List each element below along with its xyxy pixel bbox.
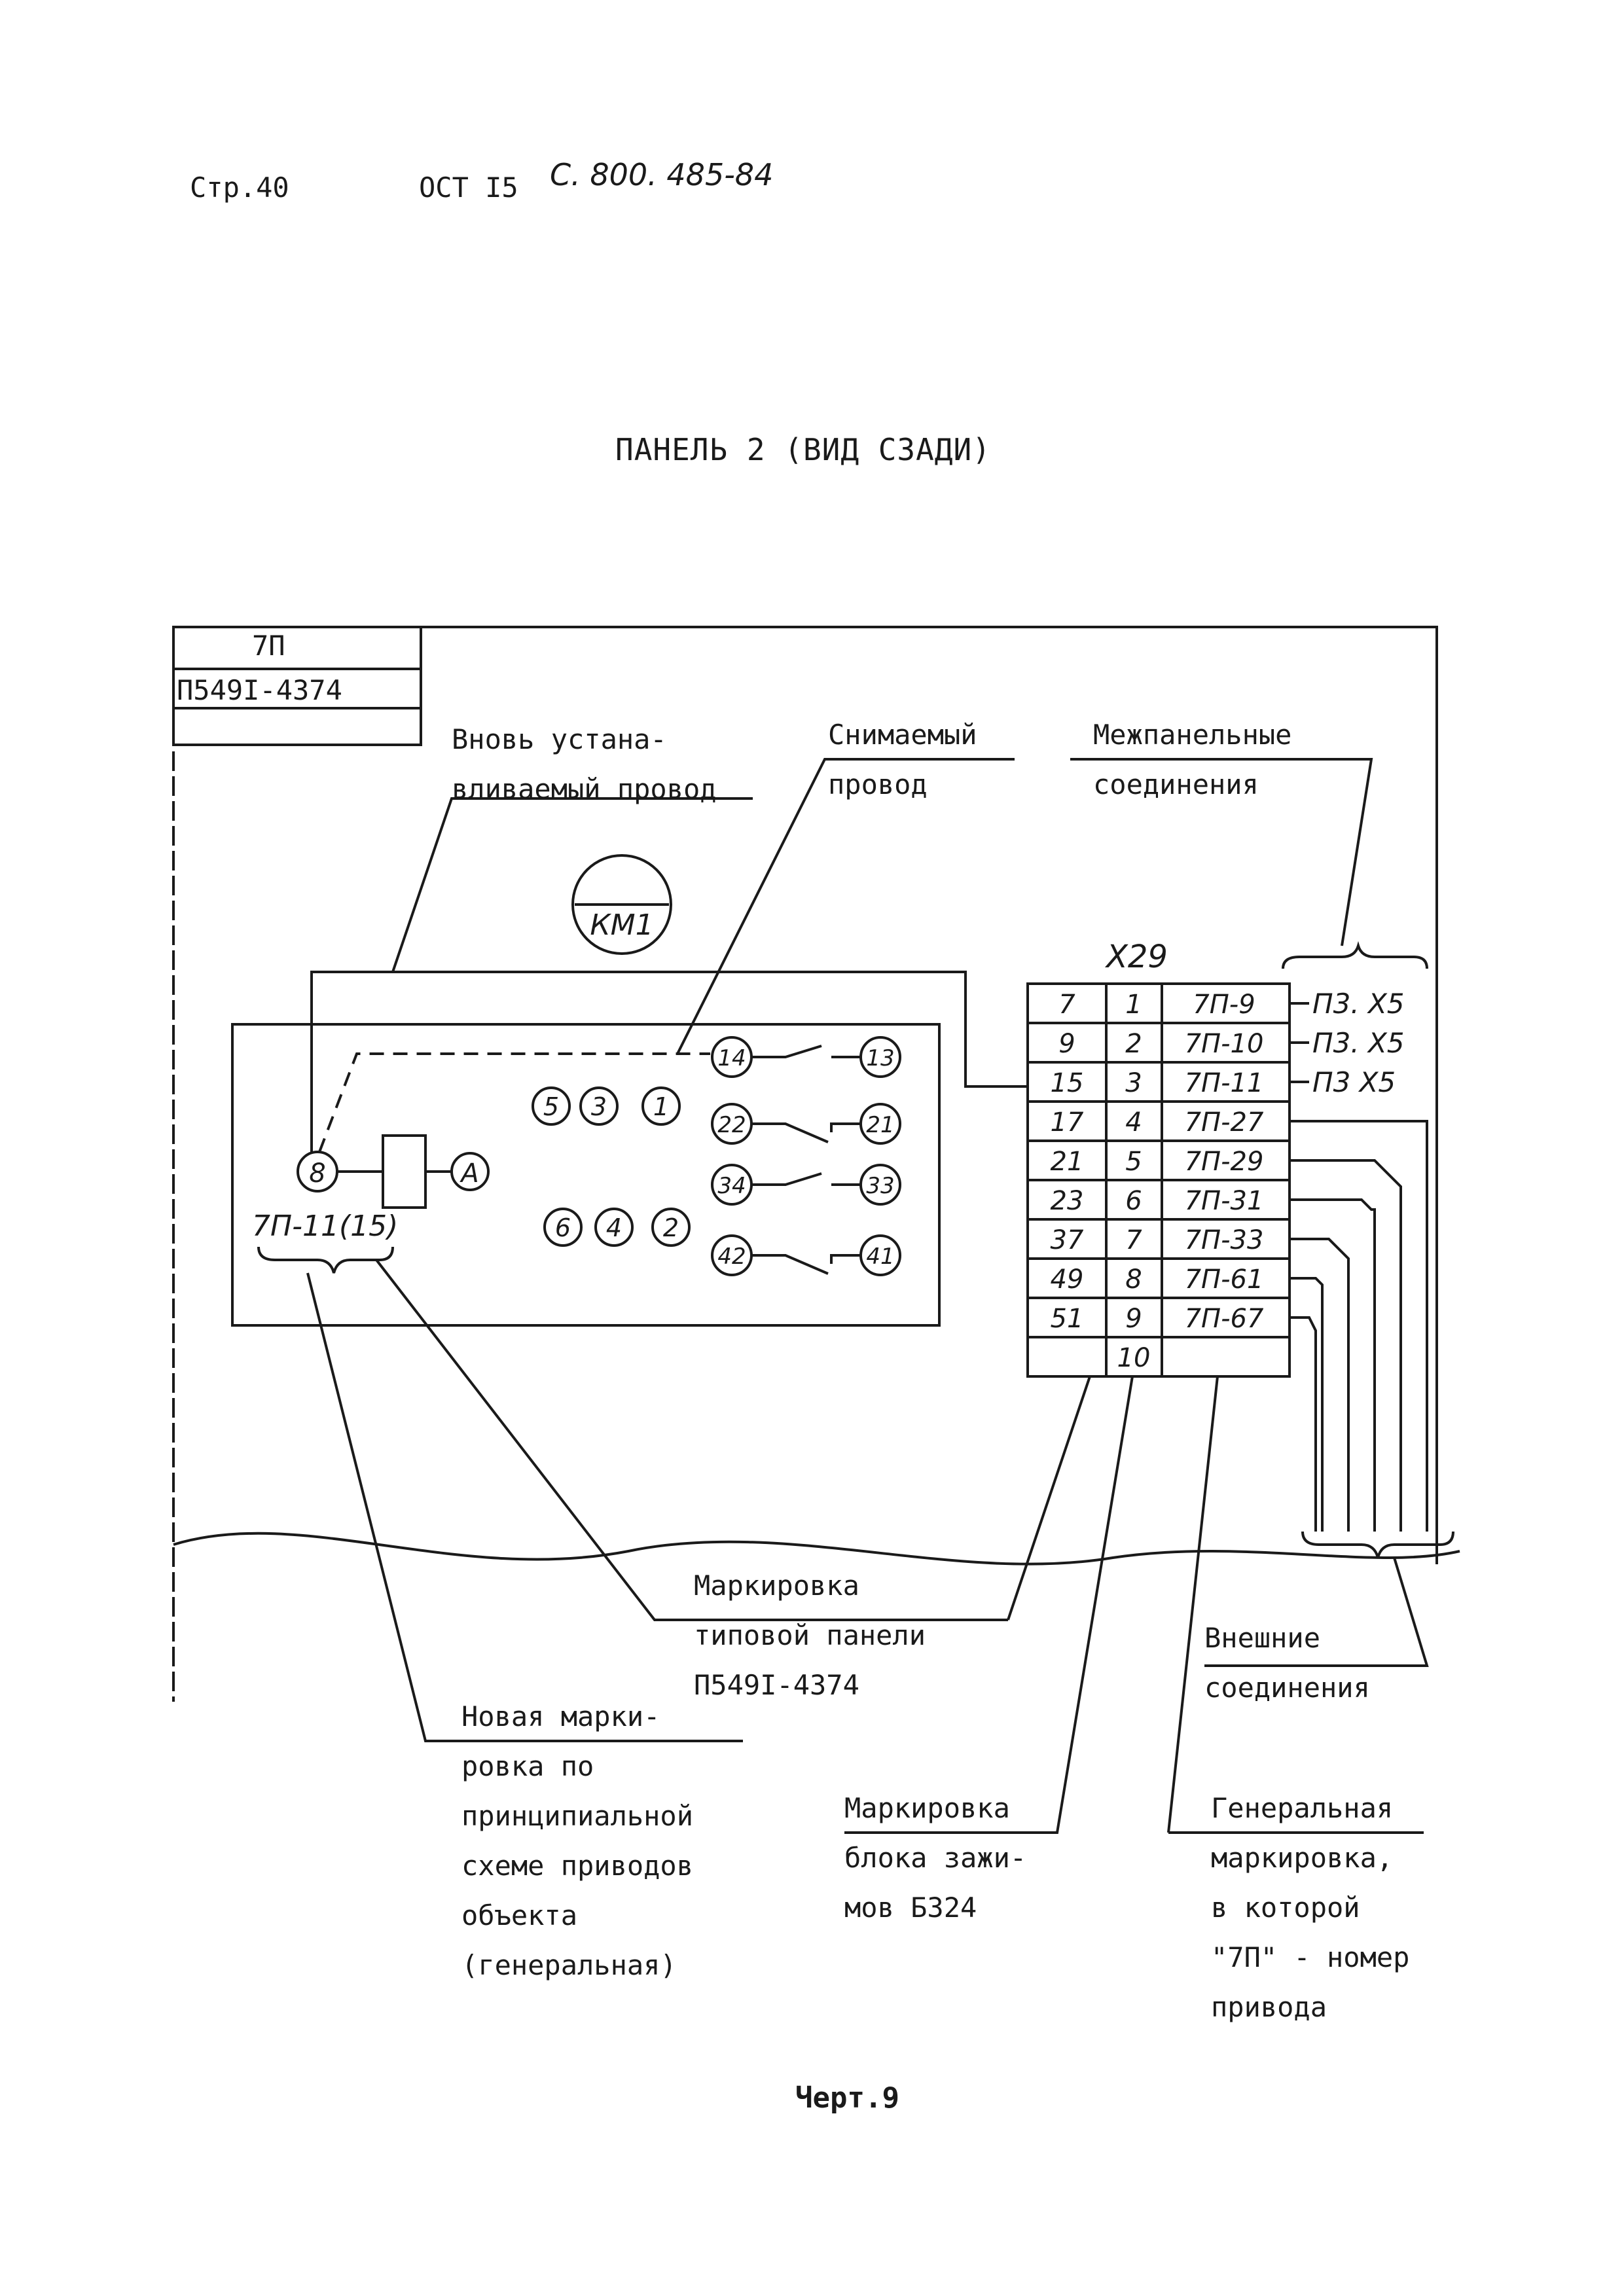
callout-external: Внешние соединения — [1204, 1622, 1370, 1704]
figure-caption: Черт.9 — [795, 2081, 899, 2115]
leader-terminal-block — [844, 1376, 1134, 1834]
terminal-a-label: А — [459, 1158, 478, 1189]
terminal-8-label: 8 — [309, 1158, 325, 1189]
x29-cell-number: 4 — [1125, 1107, 1142, 1138]
x29-cell-panel-terminal: 9 — [1058, 1029, 1075, 1059]
panel-frame — [173, 626, 1438, 1564]
x29-cell-number: 10 — [1117, 1343, 1151, 1373]
callout-new-marking: Новая марки- ровка по принципиальной схе… — [461, 1700, 694, 1981]
leader-typical-panel — [375, 1259, 1008, 1621]
leader-new-wire — [391, 797, 753, 973]
contact-terminal-top: 1 — [653, 1092, 669, 1121]
callout-general-marking: Генеральная маркировка, в которой "7П" -… — [1211, 1792, 1410, 2023]
x29-cell-panel-terminal: 49 — [1051, 1265, 1084, 1295]
leader-general-2 — [1167, 1376, 1219, 1833]
x29-cell-number: 8 — [1125, 1265, 1142, 1295]
contact-right-terminal: 33 — [866, 1173, 894, 1199]
x29-cell-panel-terminal: 21 — [1051, 1147, 1084, 1177]
leader-removed-wire — [676, 758, 1015, 1054]
x29-cell-panel-terminal: 23 — [1051, 1186, 1084, 1216]
relay-km1-circle — [571, 854, 672, 955]
callout-terminal-block: Маркировка блока зажи- мов БЗ24 — [844, 1792, 1027, 1924]
x29-interpanel-ref: П3. Х5 — [1312, 988, 1405, 1020]
wire-mark-brace — [257, 1246, 394, 1274]
x29-cell-general-mark: 7П-11 — [1185, 1068, 1264, 1098]
new-wire — [310, 971, 1028, 1152]
x29-cell-general-mark: 7П-27 — [1185, 1107, 1264, 1138]
x29-cell-panel-terminal: 51 — [1051, 1304, 1084, 1334]
callout-interpanel: Межпанельные соединения — [1093, 719, 1292, 800]
contact-terminal-top: 5 — [543, 1092, 559, 1121]
x29-cell-general-mark: 7П-9 — [1193, 990, 1255, 1020]
contact-right-terminal: 13 — [866, 1045, 894, 1071]
x29-cell-panel-terminal: 15 — [1051, 1068, 1084, 1098]
x29-cell-general-mark: 7П-29 — [1185, 1147, 1264, 1177]
contact-terminal-bottom: 4 — [606, 1213, 622, 1242]
relay-housing — [231, 1023, 941, 1327]
contact-terminal-bottom: 6 — [555, 1213, 571, 1242]
leader-external — [1204, 1557, 1429, 1667]
contact-left-terminal: 34 — [717, 1173, 746, 1199]
contact-right-terminal: 21 — [866, 1112, 894, 1138]
leader-new-marking — [306, 1272, 743, 1742]
leader-interpanel — [1070, 758, 1373, 946]
standard-number: С. 800. 485-84 — [550, 157, 774, 192]
callout-new-wire: Вновь устана- вливаемый провод — [452, 723, 717, 805]
relay-label: КМ1 — [590, 908, 653, 942]
title-block-panel-code: П549I-4374 — [177, 674, 342, 706]
interpanel-brace — [1282, 941, 1428, 969]
x29-cell-panel-terminal: 17 — [1051, 1107, 1084, 1138]
x29-cell-number: 3 — [1125, 1068, 1142, 1098]
x29-cell-number: 2 — [1125, 1029, 1142, 1059]
callout-typical-panel: Маркировка типовой панели П549I-4374 — [694, 1570, 926, 1701]
coil — [382, 1134, 427, 1209]
x29-cell-number: 9 — [1125, 1304, 1142, 1334]
leader-typical-panel-2 — [1007, 1376, 1091, 1621]
contact-left-terminal: 14 — [717, 1045, 746, 1071]
standard-prefix: ОСТ I5 — [419, 171, 518, 204]
terminal-a — [450, 1152, 490, 1191]
contact-terminal-top: 3 — [591, 1092, 607, 1121]
x29-cell-general-mark: 7П-33 — [1185, 1225, 1264, 1255]
x29-cell-general-mark: 7П-67 — [1185, 1304, 1264, 1334]
title-block-drive: 7П — [252, 630, 285, 662]
external-brace — [1301, 1531, 1454, 1558]
x29-cell-number: 1 — [1125, 990, 1142, 1020]
x29-cell-number: 7 — [1125, 1225, 1142, 1255]
callout-removed-wire: Снимаемый провод — [828, 719, 977, 800]
title-block — [172, 626, 422, 746]
break-line — [173, 1532, 1460, 1566]
x29-interpanel-ref: П3. Х5 — [1312, 1027, 1405, 1059]
x29-cell-number: 6 — [1125, 1186, 1142, 1216]
x29-cell-general-mark: 7П-61 — [1185, 1265, 1264, 1295]
x29-cell-general-mark: 7П-31 — [1185, 1186, 1264, 1216]
diagram-title: ПАНЕЛЬ 2 (ВИД СЗАДИ) — [615, 432, 991, 467]
contact-terminal-bottom: 2 — [663, 1213, 679, 1242]
wire-mark: 7П-11(15) — [252, 1210, 398, 1243]
page-number: Стр.40 — [190, 171, 289, 204]
x29-cell-general-mark: 7П-10 — [1185, 1029, 1264, 1059]
x29-cell-number: 5 — [1125, 1147, 1142, 1177]
removed-wire — [318, 1052, 710, 1153]
contact-left-terminal: 22 — [717, 1112, 746, 1138]
contact-right-terminal: 41 — [866, 1244, 894, 1270]
x29-label: X29 — [1104, 939, 1168, 975]
x29-interpanel-ref: П3 Х5 — [1312, 1066, 1396, 1098]
x29-cell-panel-terminal: 37 — [1051, 1225, 1084, 1255]
x29-cell-panel-terminal: 7 — [1058, 990, 1075, 1020]
contact-left-terminal: 42 — [717, 1244, 746, 1270]
